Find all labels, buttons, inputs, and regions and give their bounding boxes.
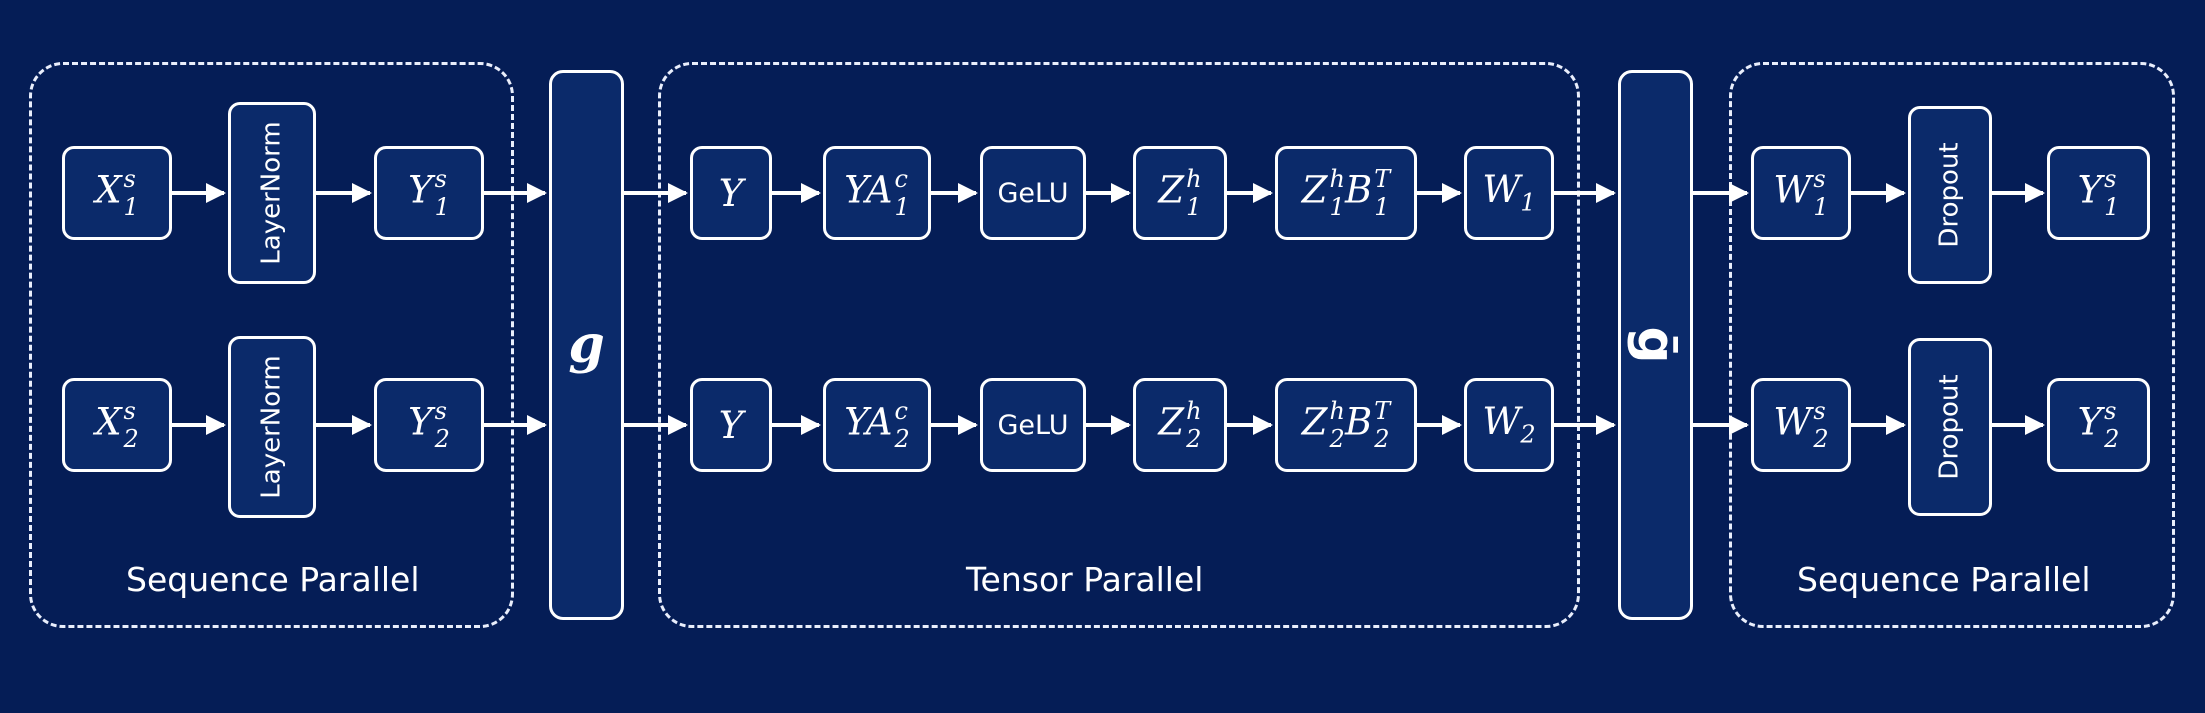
node-w1: W1: [1464, 146, 1554, 240]
node-gelu-2: GeLU: [980, 378, 1086, 472]
node-dropout-1: Dropout: [1908, 106, 1992, 284]
region-sequence-parallel-right: [1729, 62, 2175, 628]
region-label-sequence-parallel-right: Sequence Parallel: [1797, 560, 2091, 599]
region-label-sequence-parallel-left: Sequence Parallel: [126, 560, 420, 599]
node-y-row1: Y: [690, 146, 772, 240]
region-tensor-parallel: [658, 62, 1580, 628]
g-operator-bar: g: [549, 70, 624, 620]
node-dropout-2: Dropout: [1908, 338, 1992, 516]
g-bar-operator-bar: ḡ: [1618, 70, 1693, 620]
region-label-tensor-parallel: Tensor Parallel: [966, 560, 1204, 599]
node-w2: W2: [1464, 378, 1554, 472]
node-layernorm-2: LayerNorm: [228, 336, 316, 518]
node-layernorm-1: LayerNorm: [228, 102, 316, 284]
g-operator-label: g: [568, 314, 605, 375]
node-gelu-1: GeLU: [980, 146, 1086, 240]
node-y-row2: Y: [690, 378, 772, 472]
region-sequence-parallel-left: [29, 62, 514, 628]
